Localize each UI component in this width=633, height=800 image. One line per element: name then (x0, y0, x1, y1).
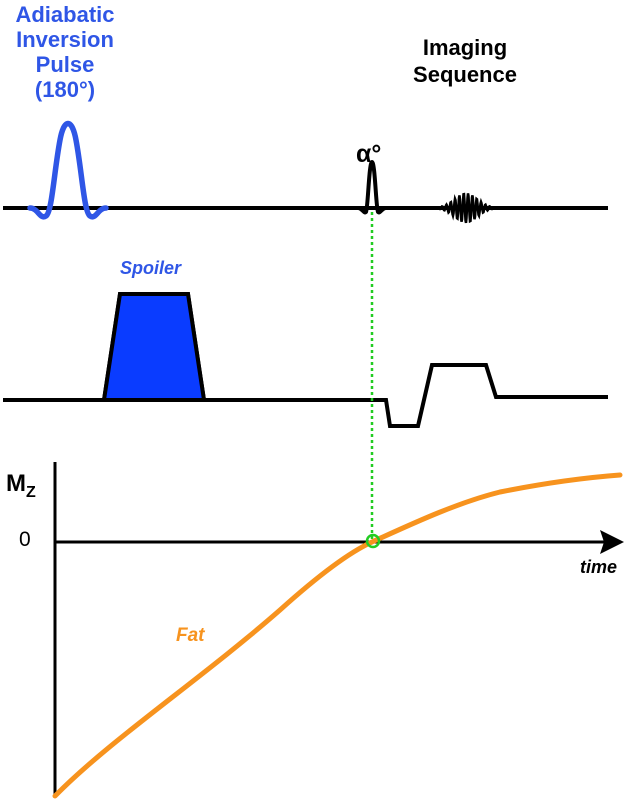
mz-axis-subscript: Z (26, 483, 36, 501)
gradient-waveform (3, 292, 608, 428)
pulse-label-line-4: (180°) (34, 77, 96, 102)
fat-curve-label: Fat (176, 625, 205, 646)
zero-crossing-marker (365, 533, 381, 549)
pulse-label-line-1: Adiabatic (15, 2, 115, 27)
spoiler-gradient (101, 292, 207, 402)
adiabatic-inversion-pulse (27, 120, 109, 220)
time-axis-label: time (580, 557, 618, 577)
pulse-label-line-2: Inversion (16, 27, 114, 52)
mz-axis-label: MZ (6, 470, 36, 502)
alpha-pulse (357, 160, 387, 215)
fat-recovery-curve (52, 472, 623, 799)
adiabatic-pulse-label: Adiabatic Inversion Pulse (180°) (0, 2, 130, 102)
imaging-sequence-label: Imaging Sequence (395, 34, 535, 88)
pulse-label-line-3: Pulse (35, 52, 95, 77)
x-axis-arrowhead (600, 530, 624, 554)
imaging-label-line-1: Imaging (422, 35, 508, 60)
mz-axis-letter: M (6, 470, 26, 497)
flip-angle-label: α° (356, 140, 382, 168)
echo-waveform (427, 192, 503, 224)
zero-tick-label: 0 (19, 528, 31, 551)
imaging-label-line-2: Sequence (413, 62, 517, 87)
spoiler-label: Spoiler (120, 258, 182, 278)
echo-signal (427, 192, 503, 224)
